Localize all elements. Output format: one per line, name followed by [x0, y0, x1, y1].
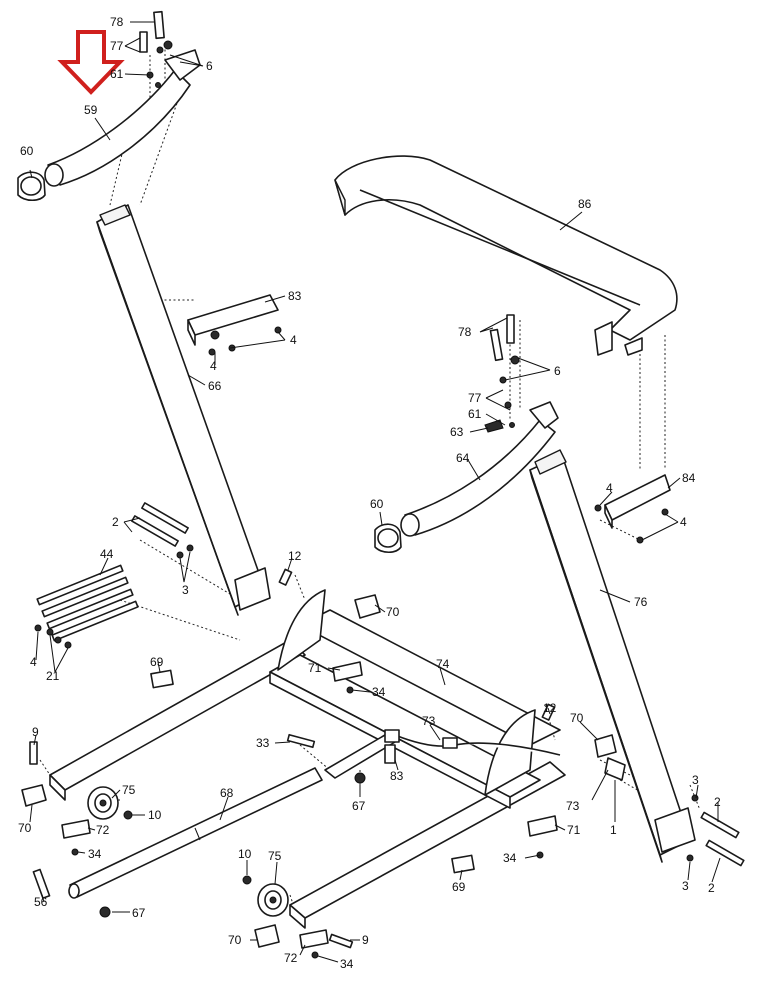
callout-76: 76 — [634, 595, 648, 609]
end-cap-60-left — [17, 171, 46, 202]
callout-78: 78 — [458, 325, 472, 339]
callout-60: 60 — [20, 144, 34, 158]
callout-33: 33 — [256, 736, 270, 750]
callout-66: 66 — [208, 379, 222, 393]
callout-86: 86 — [578, 197, 592, 211]
callout-59: 59 — [84, 103, 98, 117]
bracket-83-upper — [187, 294, 279, 346]
callout-56: 56 — [34, 895, 48, 909]
callout-84: 84 — [682, 471, 696, 485]
callout-73: 73 — [566, 799, 580, 813]
bracket-84 — [604, 474, 671, 529]
callout-6: 6 — [206, 59, 213, 73]
callout-70: 70 — [18, 821, 32, 835]
callout-73: 73 — [422, 714, 436, 728]
callout-75: 75 — [122, 783, 136, 797]
roller-75-left — [87, 786, 119, 820]
callout-4: 4 — [606, 481, 613, 495]
callout-2: 2 — [708, 881, 715, 895]
callout-9: 9 — [362, 933, 369, 947]
hardware-fasteners — [21, 10, 745, 959]
callout-77: 77 — [110, 39, 124, 53]
highlight-down-arrow-icon — [57, 30, 125, 95]
console-crossbar-86 — [334, 155, 678, 356]
callout-2: 2 — [112, 515, 119, 529]
callout-70: 70 — [386, 605, 400, 619]
callout-3: 3 — [182, 583, 189, 597]
callout-4: 4 — [680, 515, 687, 529]
end-cap-60-right — [374, 523, 402, 554]
callout-72: 72 — [284, 951, 298, 965]
callout-12: 12 — [543, 701, 557, 715]
callout-83: 83 — [288, 289, 302, 303]
callout-75: 75 — [268, 849, 282, 863]
callout-72: 72 — [96, 823, 110, 837]
callout-71: 71 — [308, 661, 322, 675]
callout-78: 78 — [110, 15, 124, 29]
callout-68: 68 — [220, 786, 234, 800]
callout-67: 67 — [132, 906, 146, 920]
callout-34: 34 — [372, 685, 386, 699]
callout-74: 74 — [436, 657, 450, 671]
callout-34: 34 — [88, 847, 102, 861]
callout-10: 10 — [148, 808, 162, 822]
right-upright-76 — [529, 449, 696, 863]
callout-34: 34 — [340, 957, 354, 971]
handrail-59 — [44, 49, 201, 187]
callout-70: 70 — [570, 711, 584, 725]
callout-83: 83 — [390, 769, 404, 783]
handrail-64 — [400, 401, 559, 537]
left-upright-66 — [96, 204, 271, 616]
callout-64: 64 — [456, 451, 470, 465]
callout-10: 10 — [238, 847, 252, 861]
callout-69: 69 — [452, 880, 466, 894]
callout-2: 2 — [714, 795, 721, 809]
callout-70: 70 — [228, 933, 242, 947]
callout-numbers: 78 77 61 6 59 60 86 83 4 4 66 78 6 77 61… — [18, 15, 721, 971]
callout-12: 12 — [288, 549, 302, 563]
callout-69: 69 — [150, 655, 164, 669]
callout-4: 4 — [30, 655, 37, 669]
callout-9: 9 — [32, 725, 39, 739]
callout-61: 61 — [110, 67, 124, 81]
bolt-set-44 — [34, 564, 139, 649]
callout-6: 6 — [554, 364, 561, 378]
callout-60: 60 — [370, 497, 384, 511]
callout-34: 34 — [503, 851, 517, 865]
callout-44: 44 — [100, 547, 114, 561]
callout-67: 67 — [352, 799, 366, 813]
callout-63: 63 — [450, 425, 464, 439]
callout-1: 1 — [610, 823, 617, 837]
base-frame — [49, 589, 566, 929]
callout-77: 77 — [468, 391, 482, 405]
leader-lines — [29, 21, 721, 963]
roller-75-right — [257, 883, 289, 917]
callout-3: 3 — [682, 879, 689, 893]
front-axle-68 — [68, 767, 323, 899]
callout-61: 61 — [468, 407, 482, 421]
callout-3: 3 — [692, 773, 699, 787]
callout-71: 71 — [567, 823, 581, 837]
callout-21: 21 — [46, 669, 60, 683]
callout-4: 4 — [290, 333, 297, 347]
callout-4: 4 — [210, 359, 217, 373]
